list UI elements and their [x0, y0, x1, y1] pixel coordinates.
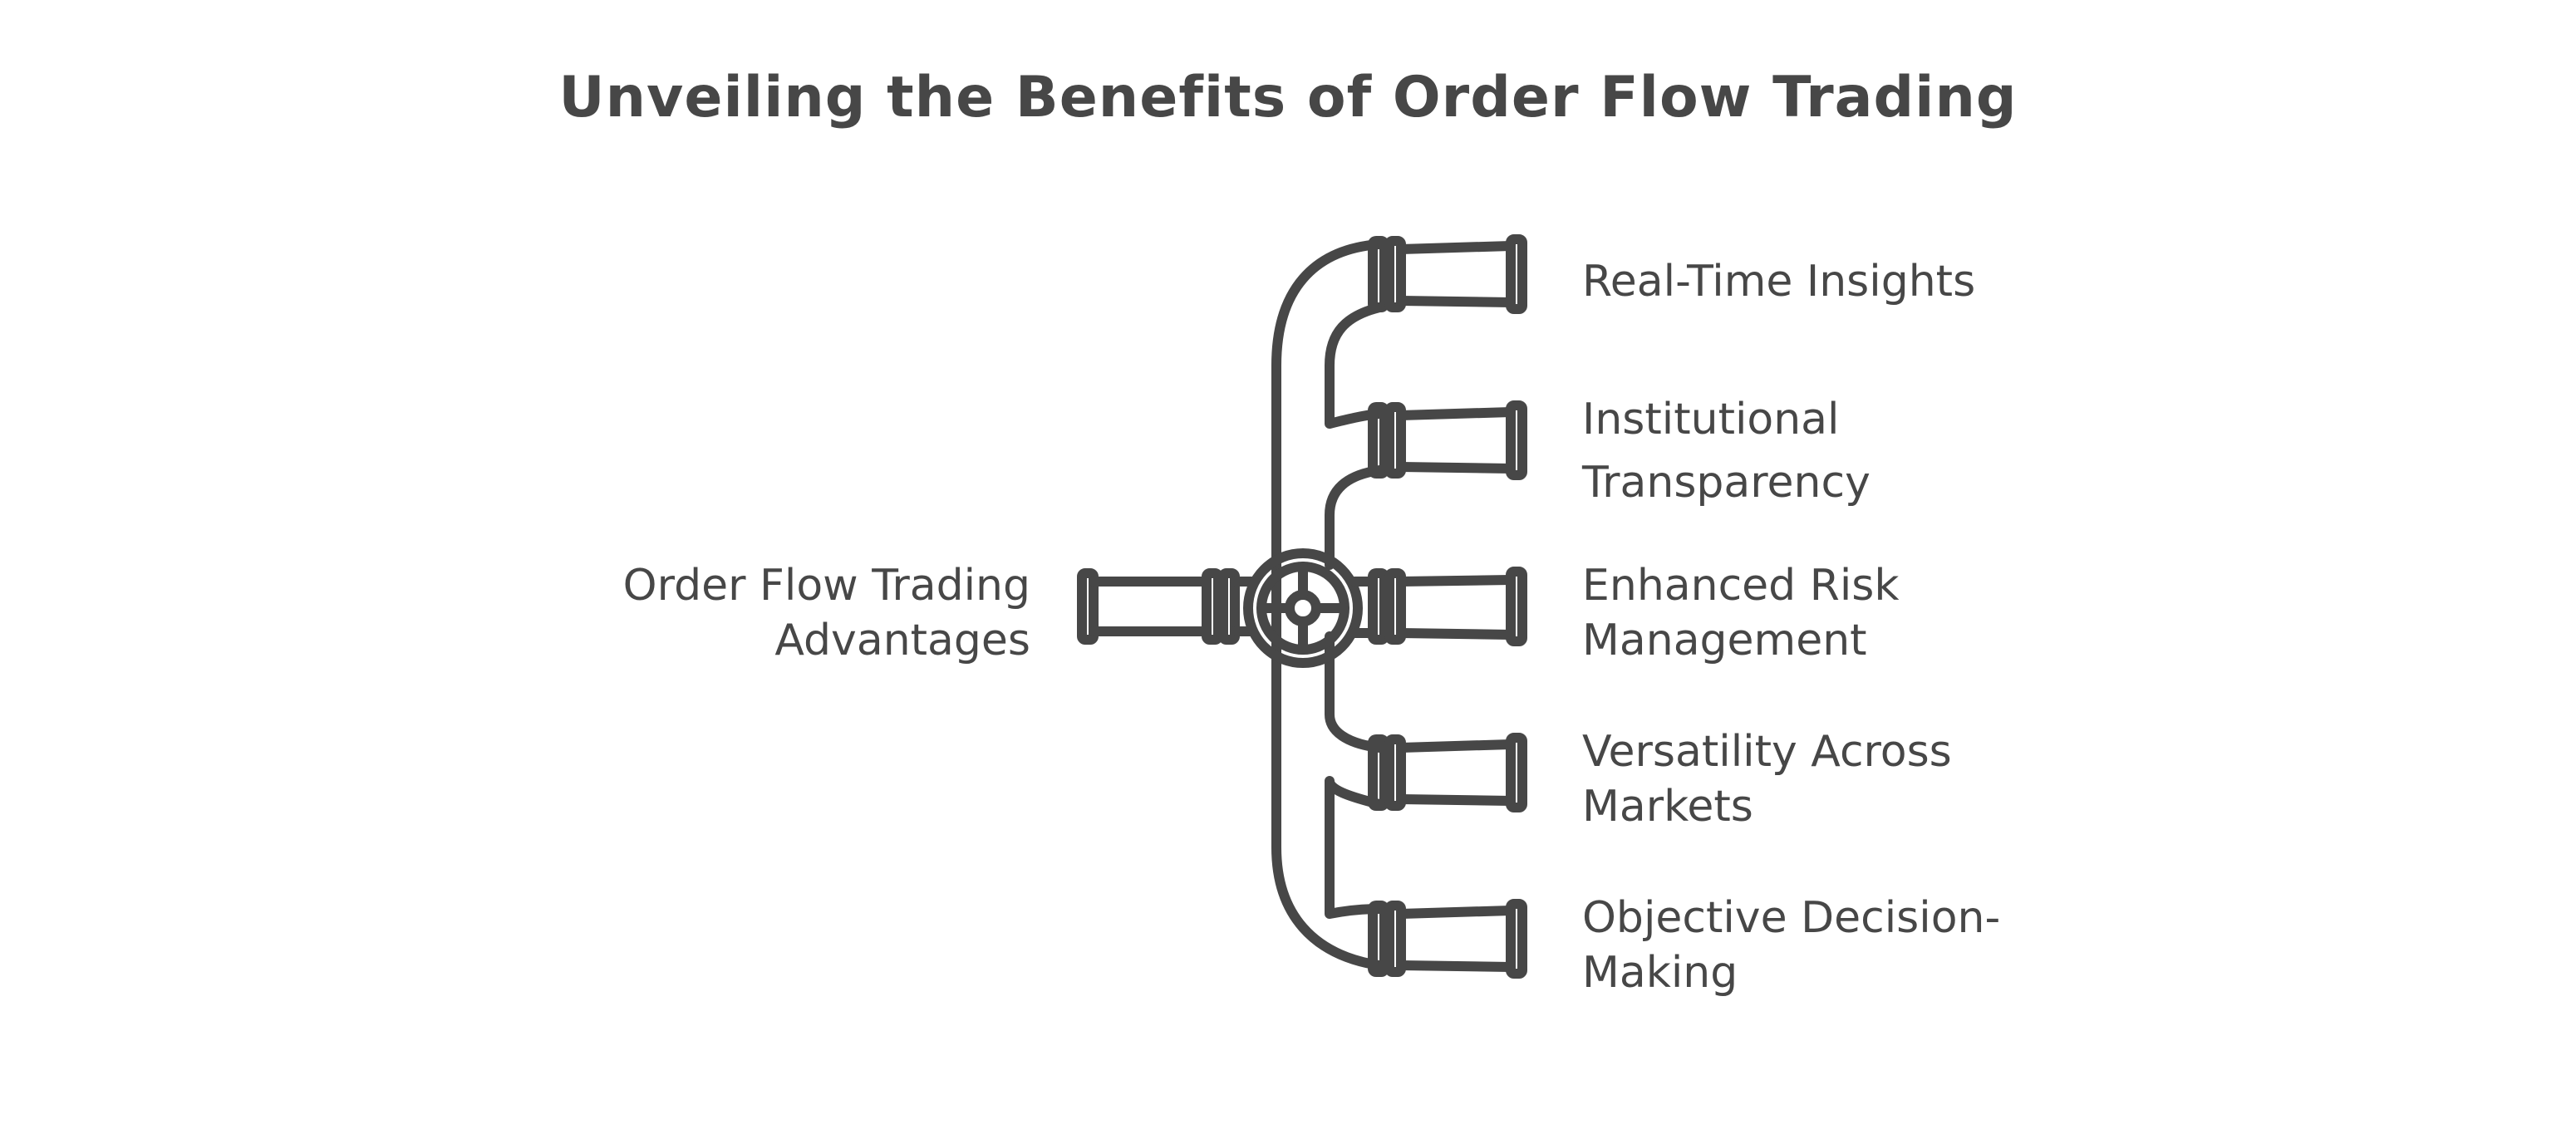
branch-label-real-time-insights: Real-Time Insights	[1582, 254, 2214, 309]
diagram-title: Unveiling the Benefits of Order Flow Tra…	[558, 65, 2018, 130]
inlet-pipe	[1077, 568, 1256, 645]
branch-label-line1: Objective Decision-	[1582, 893, 2001, 943]
branch-label-line2: Management	[1582, 616, 1867, 665]
branch-label-enhanced-risk-management: Enhanced Risk Management	[1582, 558, 2214, 668]
branch-label-line2: Transparency	[1582, 458, 1871, 508]
outlet-pipe-4	[1368, 899, 1527, 979]
outlet-pipe-3	[1368, 733, 1527, 812]
outlet-pipe-1	[1368, 400, 1527, 480]
branch-label-line1: Versatility Across	[1582, 727, 1952, 777]
branch-label-line1: Real-Time Insights	[1582, 257, 1976, 307]
source-label-line2: Advantages	[774, 616, 1030, 665]
valve-wheel-icon	[1243, 548, 1363, 668]
outlet-pipe-2	[1349, 567, 1527, 646]
branch-label-institutional-transparency: Institutional Transparency	[1582, 392, 2214, 510]
branch-label-versatility-across-markets: Versatility Across Markets	[1582, 724, 2214, 834]
branch-label-line1: Institutional	[1582, 395, 1840, 444]
outlet-pipe-0	[1368, 234, 1527, 314]
source-label-line1: Order Flow Trading	[622, 561, 1030, 611]
branch-label-line2: Making	[1582, 948, 1738, 998]
branch-label-line1: Enhanced Risk	[1582, 561, 1900, 611]
branch-label-line2: Markets	[1582, 782, 1753, 832]
branch-label-objective-decision-making: Objective Decision- Making	[1582, 891, 2214, 1000]
source-label: Order Flow Trading Advantages	[465, 558, 1030, 668]
